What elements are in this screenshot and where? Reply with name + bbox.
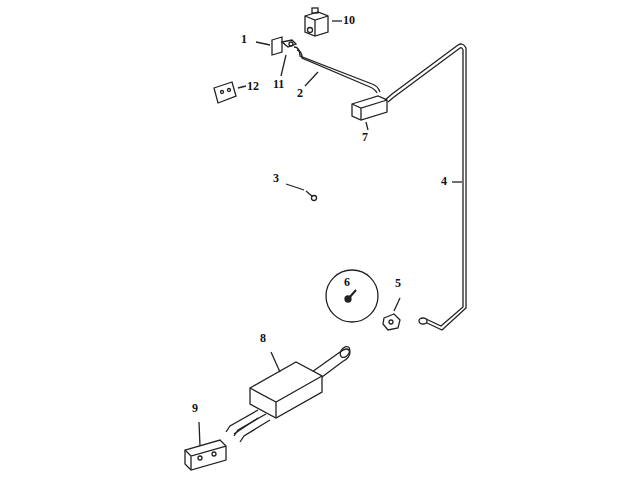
leader-line (305, 72, 318, 86)
leader-line (452, 181, 462, 182)
leader-line (256, 42, 270, 45)
tube-2 (294, 47, 380, 93)
callout-number: 10 (343, 14, 355, 26)
part-8 (226, 345, 352, 442)
part-9 (185, 440, 226, 470)
callout-number: 2 (297, 87, 303, 99)
part-10 (305, 8, 328, 36)
leader-line (281, 55, 286, 76)
leader-line (366, 122, 368, 130)
leader-line (238, 86, 246, 88)
callout-number: 11 (273, 78, 284, 90)
leader-line (394, 298, 400, 311)
callout-number: 12 (247, 80, 259, 92)
callout-number: 4 (441, 175, 447, 187)
leader-line (332, 20, 342, 21)
part-6 (326, 270, 378, 322)
callout-number: 8 (260, 332, 266, 344)
callout-number: 7 (362, 131, 368, 143)
part-3 (306, 191, 317, 201)
callout-number: 9 (192, 402, 198, 414)
leader-line (286, 184, 304, 190)
callout-number: 6 (344, 276, 350, 288)
part-1 (272, 37, 296, 55)
part-12 (214, 82, 236, 103)
leader-line (199, 422, 200, 446)
callout-number: 5 (395, 277, 401, 289)
part-7 (352, 96, 387, 120)
part-5 (383, 314, 400, 330)
callout-number: 1 (241, 33, 247, 45)
callout-number: 3 (273, 172, 279, 184)
tube-4 (385, 44, 466, 330)
leader-line (271, 352, 280, 372)
